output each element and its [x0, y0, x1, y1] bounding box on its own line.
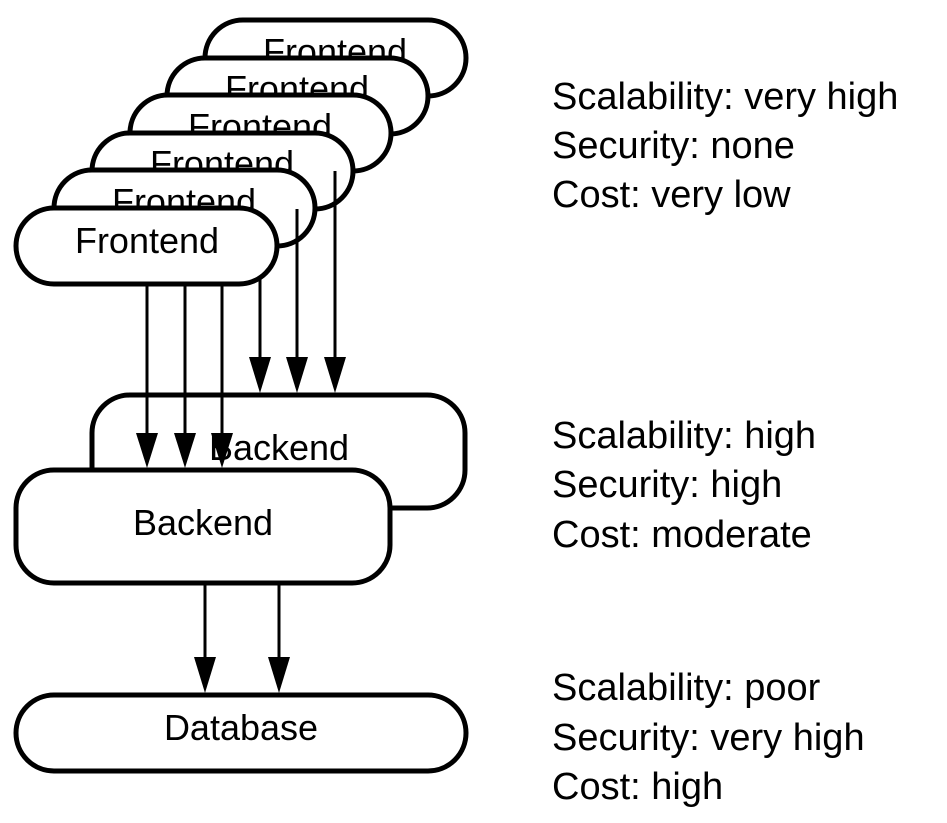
backend-node-label: Backend: [133, 502, 273, 543]
backend-node-front: Backend: [13, 467, 393, 586]
database-annotation: Scalability: poor Security: very high Co…: [552, 667, 865, 808]
frontend-node-front: Frontend: [13, 205, 280, 287]
database-node-label: Database: [164, 707, 318, 748]
arrow: [268, 583, 290, 693]
arrow: [324, 171, 346, 393]
backend-security-text: Security: high: [552, 464, 782, 506]
frontend-scalability-text: Scalability: very high: [552, 76, 898, 118]
arrow: [194, 583, 216, 693]
frontend-annotation: Scalability: very high Security: none Co…: [552, 76, 898, 216]
backend-scalability-text: Scalability: high: [552, 415, 816, 457]
arrow: [286, 209, 308, 393]
database-cost-text: Cost: high: [552, 766, 723, 808]
arrow: [174, 284, 196, 468]
frontend-cost-text: Cost: very low: [552, 174, 791, 216]
frontend-node-label: Frontend: [75, 220, 219, 261]
frontend-security-text: Security: none: [552, 125, 795, 167]
backend-annotation: Scalability: high Security: high Cost: m…: [552, 415, 816, 556]
database-security-text: Security: very high: [552, 717, 865, 759]
backend-cost-text: Cost: moderate: [552, 514, 812, 556]
arrow: [211, 284, 233, 468]
arrow: [136, 284, 158, 468]
database-node: Database: [13, 692, 469, 774]
frontend-to-backend-arrows-left: [136, 284, 233, 468]
database-scalability-text: Scalability: poor: [552, 667, 821, 709]
backend-to-database-arrows: [194, 583, 290, 693]
